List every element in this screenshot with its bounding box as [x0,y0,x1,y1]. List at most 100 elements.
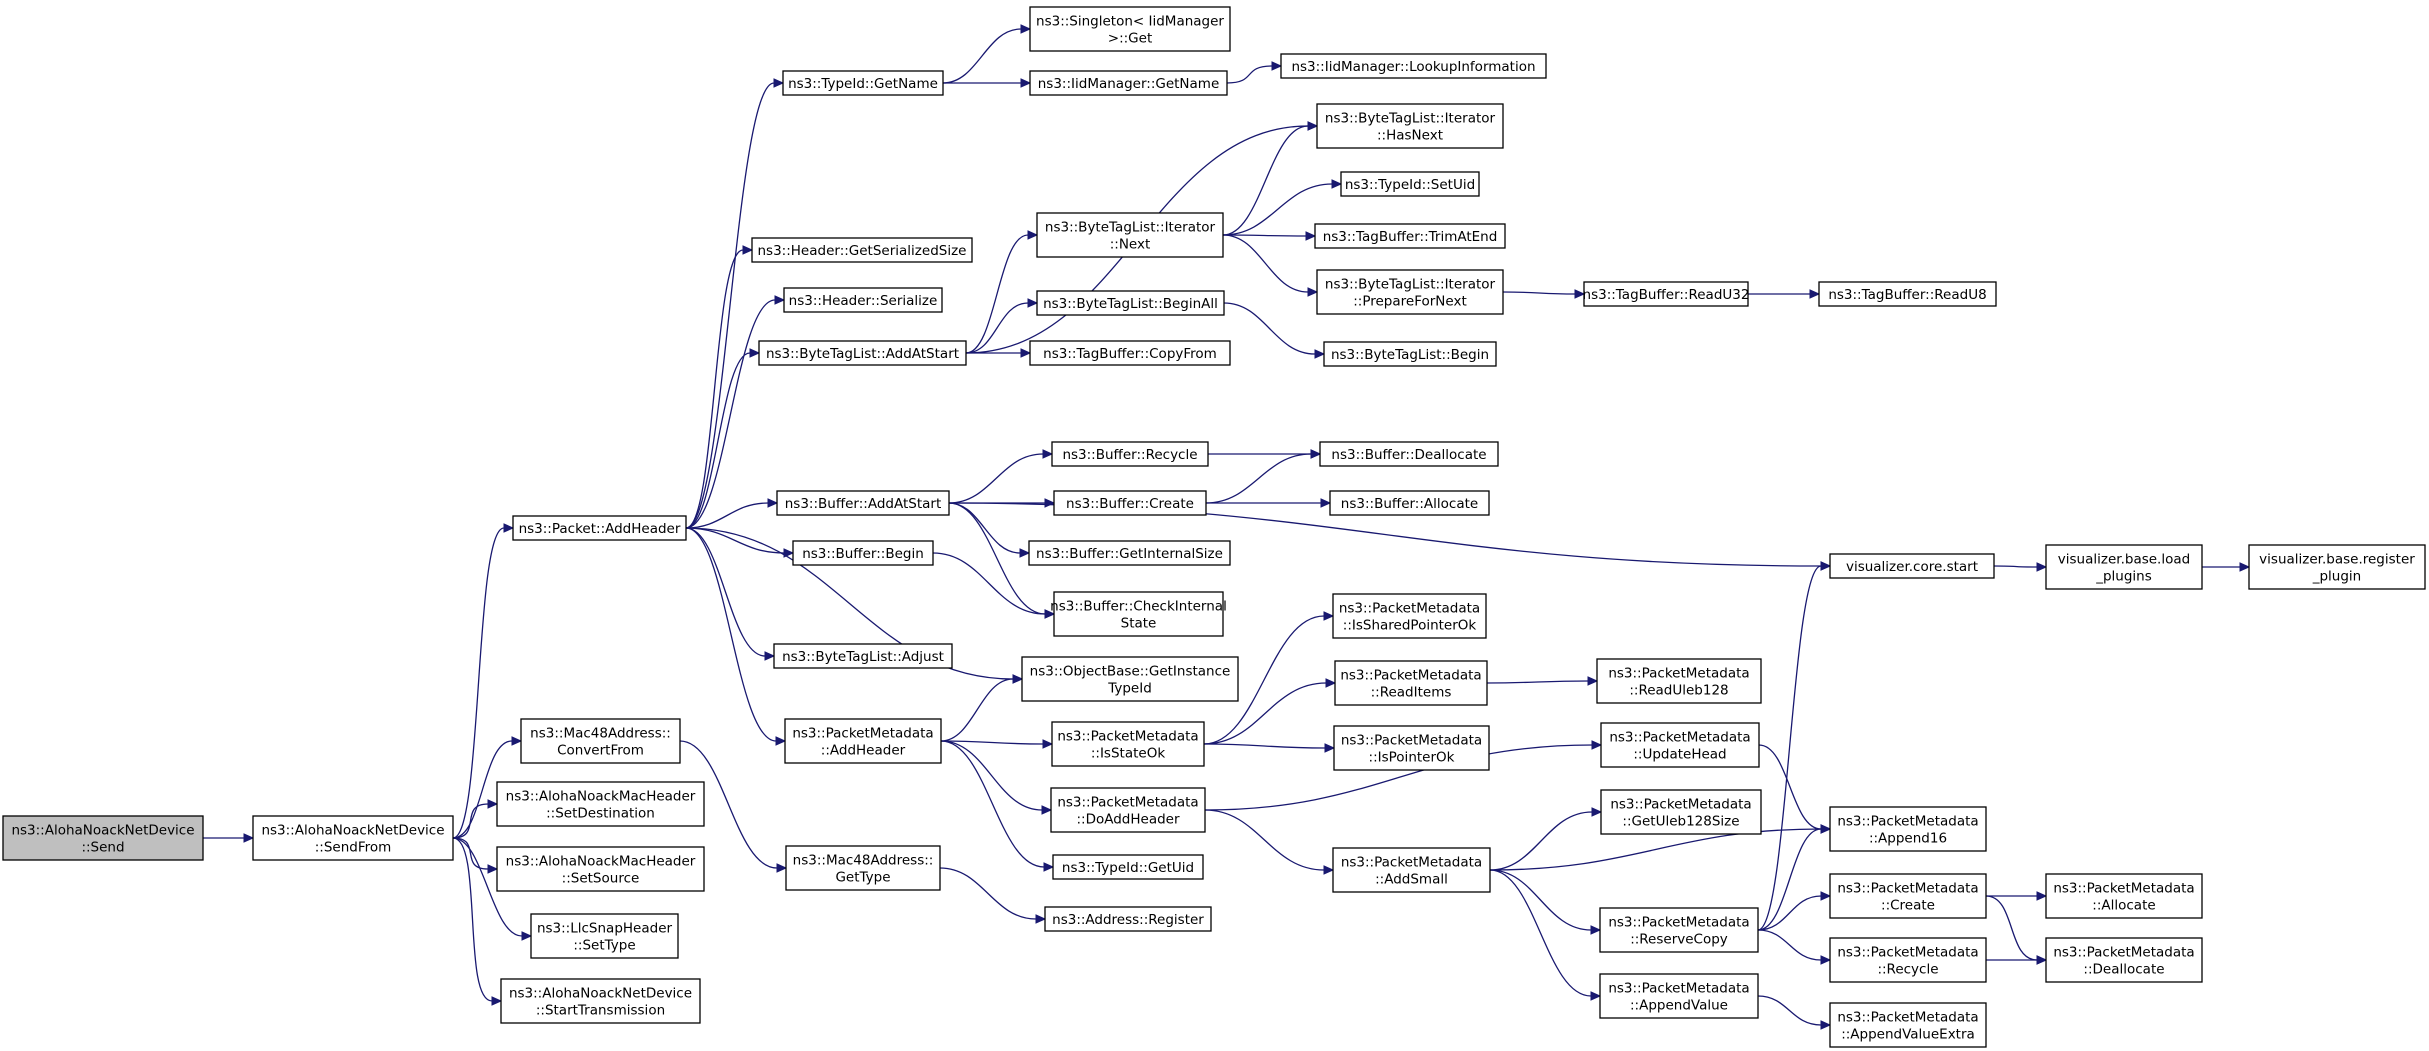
edge-btl_it_preparefornext-to-tb_readu32 [1502,289,1586,299]
node-iid-getname[interactable]: ns3::IidManager::GetName [1029,70,1228,96]
node-iid-lookup[interactable]: ns3::IidManager::LookupInformation [1280,53,1547,79]
node-btl-it-preparefornext[interactable]: ns3::ByteTagList::Iterator::PrepareForNe… [1316,269,1504,315]
node-pm-deallocate[interactable]: ns3::PacketMetadata::Deallocate [2045,937,2203,983]
node-label-line: ns3::Address::Register [1052,912,1204,928]
node-setdestination[interactable]: ns3::AlohaNoackMacHeader::SetDestination [496,781,705,827]
node-pm-appendvalueextra[interactable]: ns3::PacketMetadata::AppendValueExtra [1829,1002,1987,1048]
node-viz-register-plugin[interactable]: visualizer.base.register_plugin [2248,544,2426,590]
node-buffer-recycle[interactable]: ns3::Buffer::Recycle [1051,441,1209,467]
node-setsource[interactable]: ns3::AlohaNoackMacHeader::SetSource [496,846,705,892]
edge-arrowhead [1305,231,1317,241]
node-btl-it-hasnext[interactable]: ns3::ByteTagList::Iterator::HasNext [1316,103,1504,149]
edge-pm_create-to-pm_allocate [1986,891,2048,901]
edge-arrowhead [503,523,515,533]
node-pm-reservecopy[interactable]: ns3::PacketMetadata::ReserveCopy [1599,907,1759,953]
edge-btl_addatstart-to-btl_it_next [965,230,1039,354]
node-label-line: ::Append16 [1869,831,1947,847]
node-buffer-allocate[interactable]: ns3::Buffer::Allocate [1329,490,1490,516]
node-label-line: ns3::PacketMetadata [1057,795,1198,811]
edge-arrowhead [1591,807,1603,817]
node-pm-issharedpointerok[interactable]: ns3::PacketMetadata::IsSharedPointerOk [1332,593,1487,639]
node-buffer-getinternalsize[interactable]: ns3::Buffer::GetInternalSize [1028,540,1231,566]
node-typeid-setuid[interactable]: ns3::TypeId::SetUid [1340,171,1480,197]
node-sendfrom[interactable]: ns3::AlohaNoackNetDevice::SendFrom [252,815,454,861]
edge-arrowhead [511,736,523,746]
node-typeid-getuid[interactable]: ns3::TypeId::GetUid [1052,854,1204,880]
node-mac48-convertfrom[interactable]: ns3::Mac48Address::ConvertFrom [520,718,681,764]
node-pm-allocate[interactable]: ns3::PacketMetadata::Allocate [2045,873,2203,919]
node-label-line: ns3::ByteTagList::Adjust [782,649,944,665]
node-label-line: ns3::AlohaNoackNetDevice [11,823,194,839]
node-label-line: ns3::IidManager::GetName [1038,76,1220,92]
node-viz-load-plugins[interactable]: visualizer.base.load_plugins [2045,544,2203,590]
node-pm-addheader[interactable]: ns3::PacketMetadata::AddHeader [784,718,942,764]
node-btl-beginall[interactable]: ns3::ByteTagList::BeginAll [1036,290,1225,316]
node-btl-begin[interactable]: ns3::ByteTagList::Begin [1323,341,1497,367]
node-label-line: ns3::Buffer::Recycle [1062,447,1197,463]
node-viz-core-start[interactable]: visualizer.core.start [1829,553,1995,579]
node-box [1314,223,1506,249]
node-box [751,237,973,263]
node-box [2248,544,2426,590]
node-label-line: ::ReserveCopy [1630,932,1728,948]
node-box [496,846,705,892]
node-pm-doaddheader[interactable]: ns3::PacketMetadata::DoAddHeader [1050,787,1206,833]
node-pm-appendvalue[interactable]: ns3::PacketMetadata::AppendValue [1599,973,1759,1019]
node-buffer-addatstart[interactable]: ns3::Buffer::AddAtStart [776,490,950,516]
edge-arrowhead [1042,449,1054,459]
node-header-serialize[interactable]: ns3::Header::Serialize [783,287,943,313]
node-box [1600,789,1762,835]
node-tb-copyfrom[interactable]: ns3::TagBuffer::CopyFrom [1029,340,1231,366]
node-address-register[interactable]: ns3::Address::Register [1044,906,1212,932]
node-box [1329,490,1490,516]
node-box [1829,553,1995,579]
node-buffer-deallocate[interactable]: ns3::Buffer::Deallocate [1319,441,1499,467]
node-label-line: ns3::TagBuffer::ReadU32 [1583,287,1750,303]
node-pm-create[interactable]: ns3::PacketMetadata::Create [1829,873,1987,919]
node-singleton-get[interactable]: ns3::Singleton< IidManager >::Get [1029,6,1231,52]
node-pm-append16[interactable]: ns3::PacketMetadata::Append16 [1829,806,1987,852]
node-btl-adjust[interactable]: ns3::ByteTagList::Adjust [773,643,953,669]
node-box [2045,873,2203,919]
node-btl-addatstart[interactable]: ns3::ByteTagList::AddAtStart [758,340,967,366]
node-starttransmission[interactable]: ns3::AlohaNoackNetDevice::StartTransmiss… [500,978,701,1024]
edge-pm_create-to-pm_deallocate [1985,895,2048,965]
edge-line [1203,743,1326,749]
node-tb-trimatend[interactable]: ns3::TagBuffer::TrimAtEnd [1314,223,1506,249]
node-box [496,781,705,827]
edge-pkt_addheader-to-buffer_addatstart [685,498,779,529]
edge-arrowhead [1323,865,1335,875]
edge-pm_recycle-to-pm_deallocate [1986,955,2048,965]
node-btl-it-next[interactable]: ns3::ByteTagList::Iterator::Next [1036,212,1224,258]
node-pm-addsmall[interactable]: ns3::PacketMetadata::AddSmall [1332,847,1491,893]
node-pm-getuleb128size[interactable]: ns3::PacketMetadata::GetUleb128Size [1600,789,1762,835]
node-typeid-getname[interactable]: ns3::TypeId::GetName [782,70,944,96]
node-llc-settype[interactable]: ns3::LlcSnapHeader::SetType [530,913,679,959]
node-label-line: _plugins [2095,569,2152,585]
edge-line [1758,744,1822,830]
node-buffer-begin[interactable]: ns3::Buffer::Begin [792,540,934,566]
node-buffer-create[interactable]: ns3::Buffer::Create [1053,490,1207,516]
node-pkt-addheader[interactable]: ns3::Packet::AddHeader [512,515,687,541]
node-tb-readu32[interactable]: ns3::TagBuffer::ReadU32 [1583,281,1750,307]
node-pm-recycle[interactable]: ns3::PacketMetadata::Recycle [1829,937,1987,983]
node-header-getserializedsize[interactable]: ns3::Header::GetSerializedSize [751,237,973,263]
node-pm-readitems[interactable]: ns3::PacketMetadata::ReadItems [1334,660,1488,706]
edge-buffer_create-to-buffer_allocate [1206,498,1332,508]
node-tb-readu8[interactable]: ns3::TagBuffer::ReadU8 [1818,281,1997,307]
node-label-line: ns3::ByteTagList::Iterator [1045,220,1216,236]
node-pm-isstateok[interactable]: ns3::PacketMetadata::IsStateOk [1051,721,1205,767]
edge-arrowhead [767,498,779,508]
node-box [1334,660,1488,706]
node-mac48-gettype[interactable]: ns3::Mac48Address::GetType [785,845,941,891]
node-label-line: ::AppendValue [1630,998,1728,1014]
node-box [1029,70,1228,96]
node-send[interactable]: ns3::AlohaNoackNetDevice::Send [2,815,204,861]
node-pm-ispointerok[interactable]: ns3::PacketMetadata::IsPointerOk [1333,725,1490,771]
node-pm-updatehead[interactable]: ns3::PacketMetadata::UpdateHead [1600,722,1760,768]
node-pm-readuleb128[interactable]: ns3::PacketMetadata::ReadUleb128 [1596,658,1762,704]
node-box [1323,341,1497,367]
node-box [512,515,687,541]
